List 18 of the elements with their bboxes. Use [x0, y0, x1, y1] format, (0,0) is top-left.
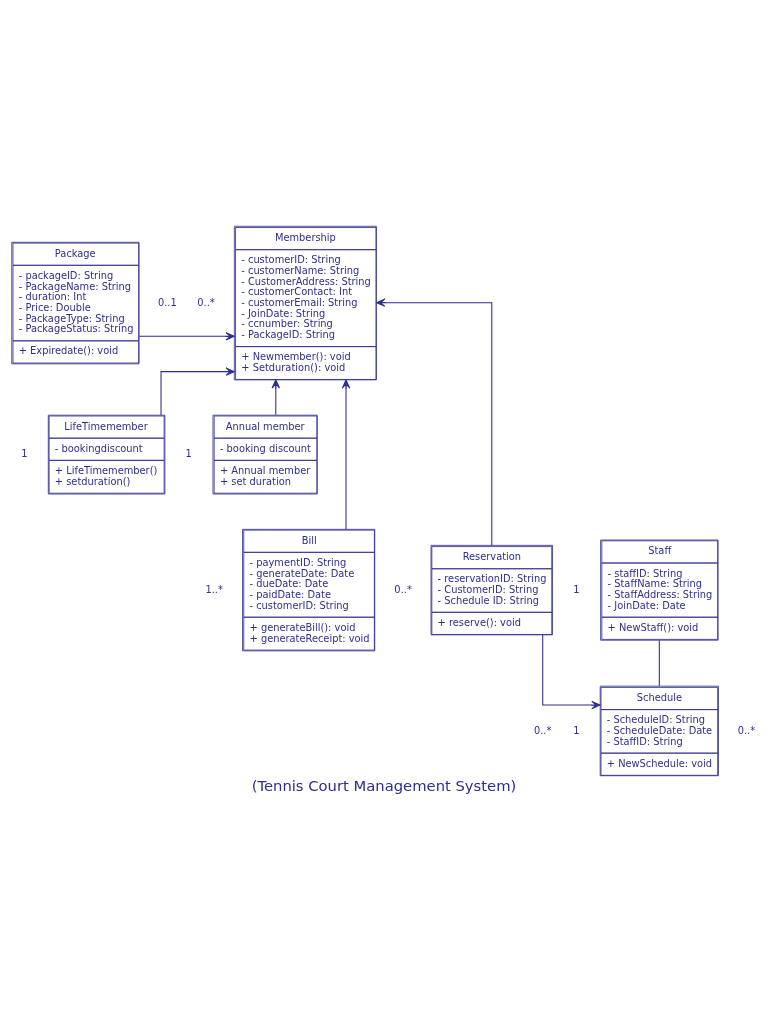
label: 1 [573, 583, 580, 595]
label: 1..* [205, 583, 223, 595]
arrow [376, 297, 493, 546]
arrow [160, 366, 235, 416]
label: 0..* [394, 583, 412, 595]
label: 0..* [533, 724, 552, 736]
arrow [341, 378, 351, 530]
arrow [542, 633, 601, 709]
label: 0..1 [157, 296, 177, 308]
label: 1 [573, 724, 580, 736]
arrow [271, 378, 281, 415]
caption: (Tennis Court Management System) [251, 776, 517, 794]
label: 0..* [737, 724, 756, 736]
label: 1 [185, 447, 192, 459]
arrow [138, 331, 235, 341]
label: 0..* [197, 296, 215, 308]
label: 1 [21, 447, 28, 459]
connector [658, 639, 660, 687]
